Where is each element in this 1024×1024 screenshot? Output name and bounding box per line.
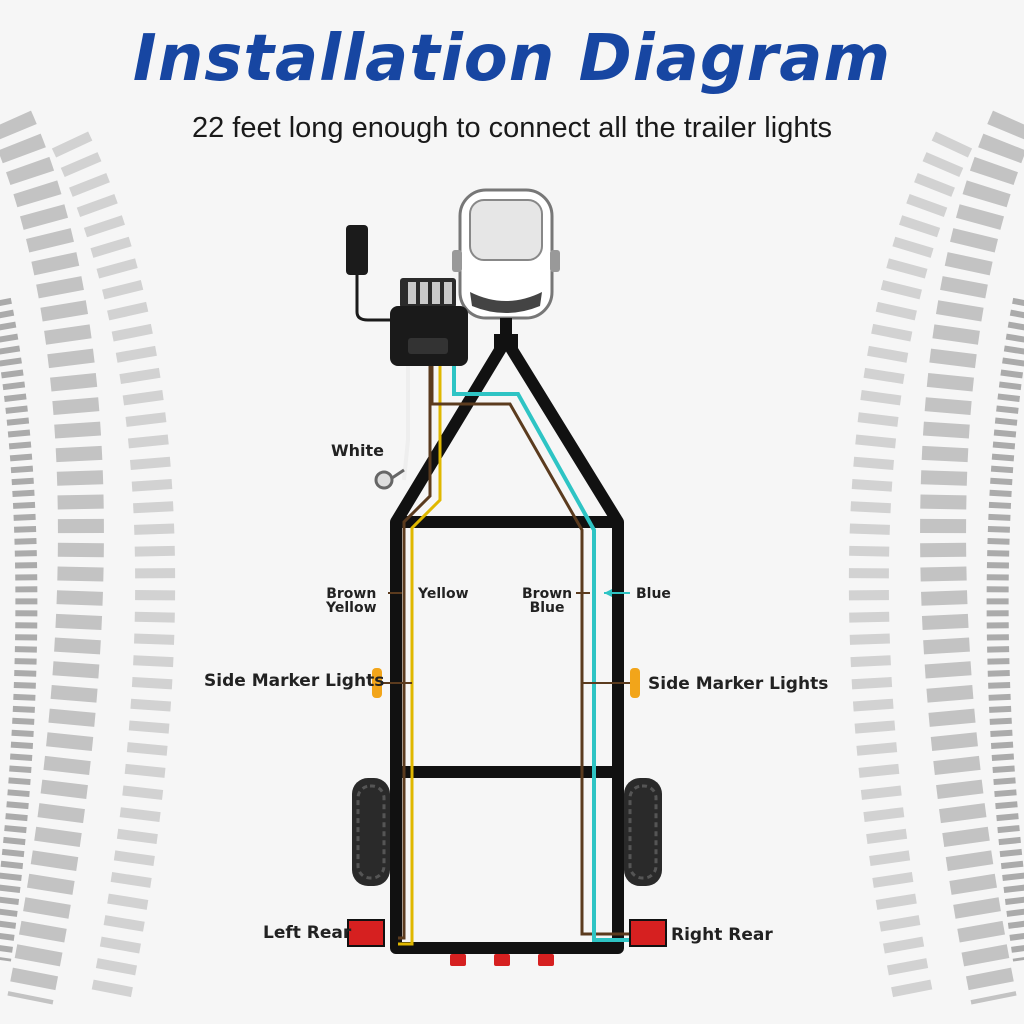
tail-light-right xyxy=(629,919,667,947)
wheel-left xyxy=(352,778,390,886)
label-white: White xyxy=(331,441,385,460)
label-right-rear: Right Rear xyxy=(671,925,773,945)
coupler xyxy=(494,334,518,348)
rear-clearance-lights xyxy=(450,954,554,966)
label-brown-left: Brown xyxy=(326,586,377,602)
hitch-ball xyxy=(500,318,512,334)
label-side-marker-left: Side Marker Lights xyxy=(204,671,385,691)
label-brown-blue-right: Brown Blue xyxy=(522,587,572,615)
tow-vehicle xyxy=(452,188,560,320)
leader-lines xyxy=(388,589,630,597)
side-marker-right xyxy=(582,668,640,698)
wires xyxy=(374,366,630,946)
label-blue-right: Blue xyxy=(636,586,671,602)
label-brown-yellow-left: Brown Yellow xyxy=(326,587,377,615)
side-marker-left xyxy=(372,668,412,698)
wire-brown-left xyxy=(398,366,432,940)
label-brown-right: Brown xyxy=(522,586,573,602)
label-yellow-right: Yellow xyxy=(418,586,469,602)
ground-ring xyxy=(374,470,394,490)
wire-yellow xyxy=(398,366,442,946)
connector-plug xyxy=(346,225,468,366)
wire-blue xyxy=(452,366,630,942)
title: Installation Diagram xyxy=(132,22,892,96)
label-yellow-left: Yellow xyxy=(326,600,377,616)
wire-white xyxy=(402,366,410,481)
wheel-right xyxy=(624,778,662,886)
subtitle: 22 feet long enough to connect all the t… xyxy=(191,112,833,144)
tire-track-left xyxy=(0,110,176,1005)
label-blue-left: Blue xyxy=(529,600,565,616)
wire-brown-right xyxy=(430,366,630,936)
label-left-rear: Left Rear xyxy=(263,923,352,943)
tire-track-right xyxy=(848,110,1024,1005)
tail-light-left xyxy=(347,919,385,947)
label-side-marker-right: Side Marker Lights xyxy=(648,674,829,694)
